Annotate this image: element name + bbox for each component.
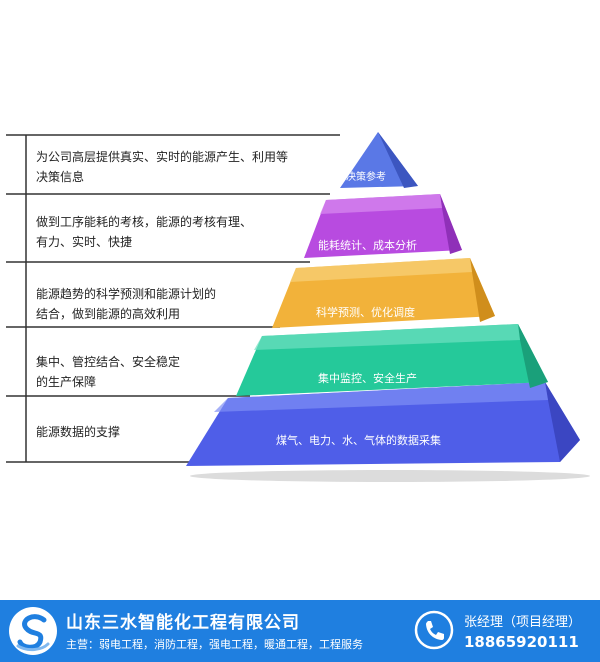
contact-name: 张经理（项目经理） xyxy=(464,615,582,630)
pyramid-diagram: 决策参考 能耗统计、成本分析 科学预测、优化调度 集中监控、安全生产 煤气、电力… xyxy=(6,132,590,482)
level-2-description: 做到工序能耗的考核，能源的考核有理、 有力、实时、快捷 xyxy=(36,215,253,249)
pyramid-level-1-label: 决策参考 xyxy=(346,172,386,183)
bracket-lines xyxy=(6,134,340,463)
pyramid-level-2 xyxy=(304,194,462,258)
contact-phone[interactable]: 18865920111 xyxy=(464,633,579,651)
pyramid-shadow xyxy=(190,470,590,482)
pyramid-svg xyxy=(6,132,590,482)
pyramid-level-5 xyxy=(186,382,580,466)
level-3-description: 能源趋势的科学预测和能源计划的 结合，做到能源的高效利用 xyxy=(36,287,217,321)
phone-icon xyxy=(414,610,454,650)
company-name: 山东三水智能化工程有限公司 xyxy=(66,613,300,633)
level-1-description: 为公司高层提供真实、实时的能源产生、利用等 决策信息 xyxy=(36,150,289,184)
pyramid-level-4 xyxy=(236,324,548,396)
pyramid-level-2-label: 能耗统计、成本分析 xyxy=(318,239,417,252)
pyramid-level-4-label: 集中监控、安全生产 xyxy=(318,372,417,385)
pyramid-level-5-label: 煤气、电力、水、气体的数据采集 xyxy=(276,434,441,447)
footer-banner: 山东三水智能化工程有限公司 主营：弱电工程，消防工程，强电工程，暖通工程，工程服… xyxy=(0,600,600,662)
services-text: 主营：弱电工程，消防工程，强电工程，暖通工程，工程服务 xyxy=(66,638,363,651)
pyramid-level-3 xyxy=(272,258,495,328)
pyramid-level-1 xyxy=(340,132,418,188)
pyramid-level-3-label: 科学预测、优化调度 xyxy=(316,306,415,319)
level-5-description: 能源数据的支撑 xyxy=(36,425,121,439)
swirl-logo-icon xyxy=(8,606,58,656)
level-4-description: 集中、管控结合、安全稳定 的生产保障 xyxy=(36,355,181,389)
